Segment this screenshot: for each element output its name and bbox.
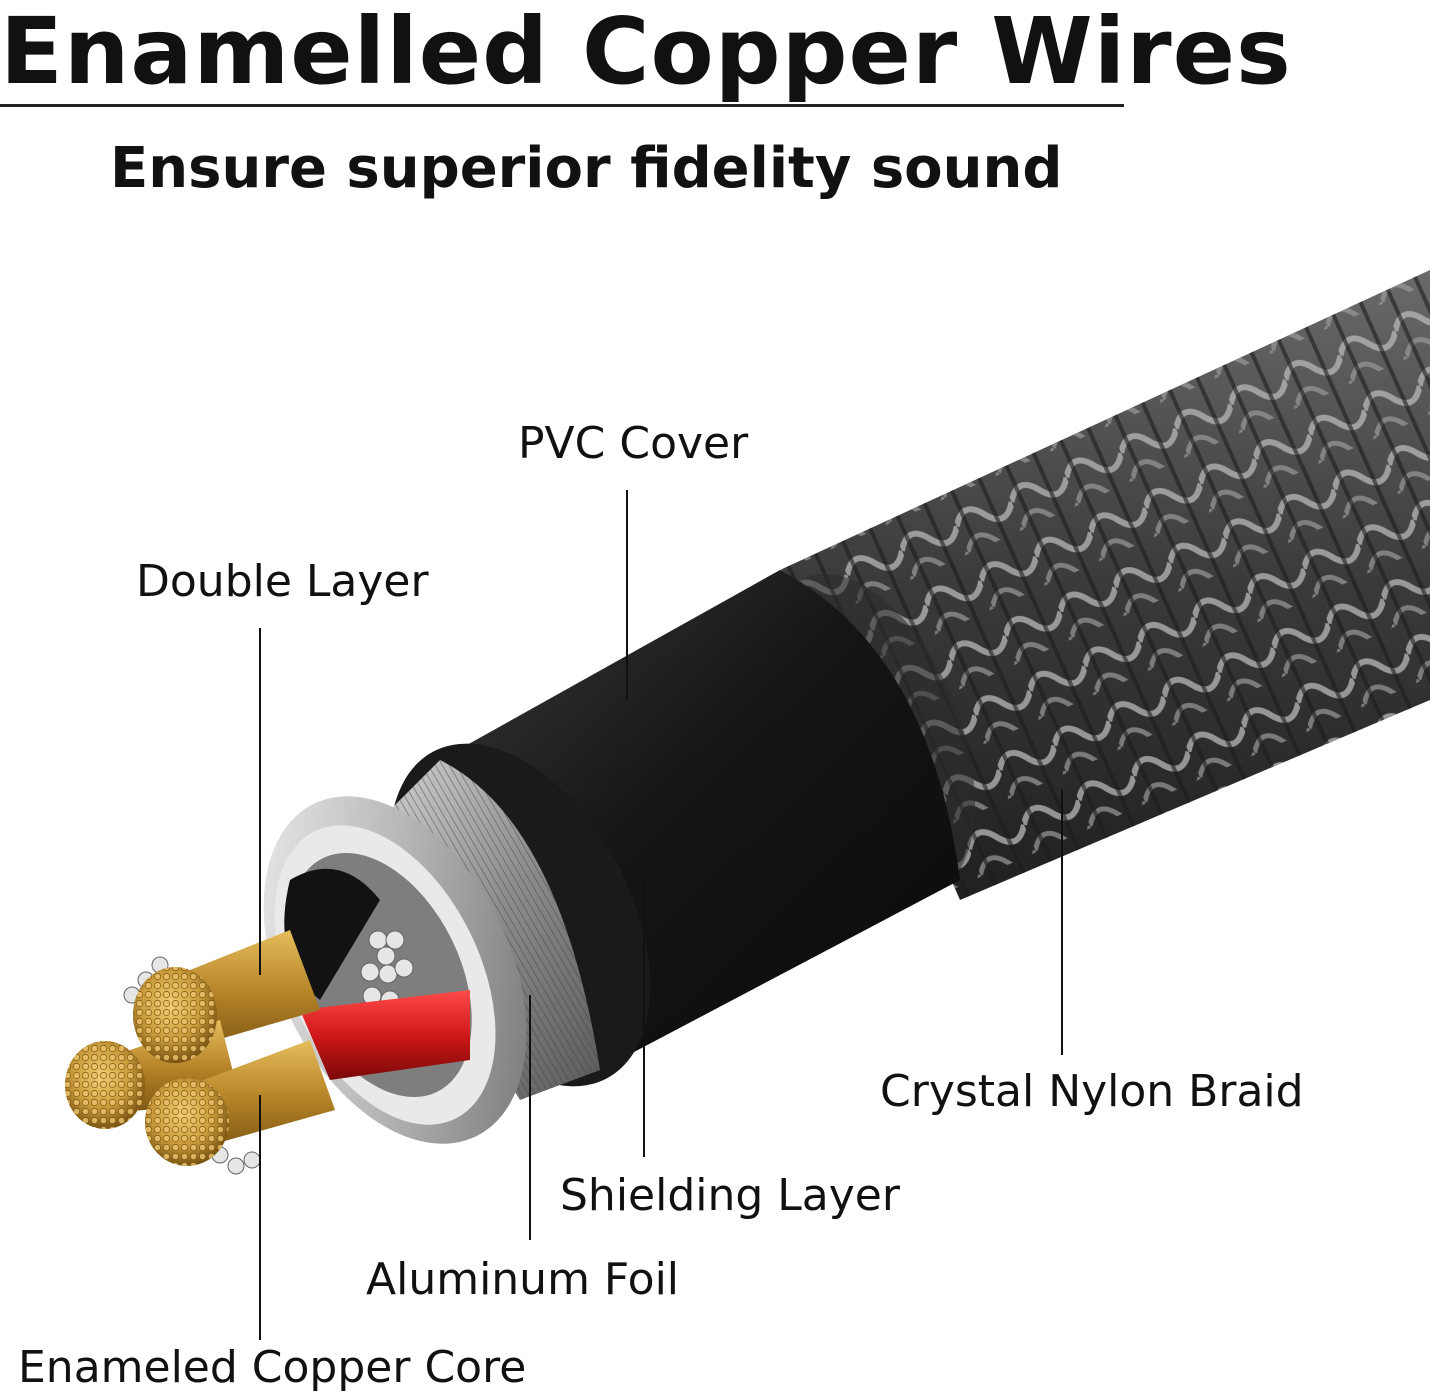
page-subtitle: Ensure superior fidelity sound [110, 136, 1063, 201]
label-crystal-nylon-braid: Crystal Nylon Braid [880, 1066, 1304, 1117]
leader-lines [259, 490, 1063, 1340]
page-title: Enamelled Copper Wires [0, 0, 1292, 105]
label-shielding-layer: Shielding Layer [560, 1170, 900, 1221]
copper-core-end-bottom [145, 1078, 229, 1166]
title-underline [0, 104, 1124, 107]
inner-conductors [65, 853, 472, 1175]
label-double-layer: Double Layer [136, 556, 429, 607]
label-enameled-copper-core: Enameled Copper Core [18, 1342, 527, 1393]
copper-core-end-left [65, 1041, 145, 1129]
label-pvc-cover: PVC Cover [518, 418, 749, 469]
copper-core-end-top [133, 967, 217, 1063]
label-aluminum-foil: Aluminum Foil [366, 1254, 680, 1305]
